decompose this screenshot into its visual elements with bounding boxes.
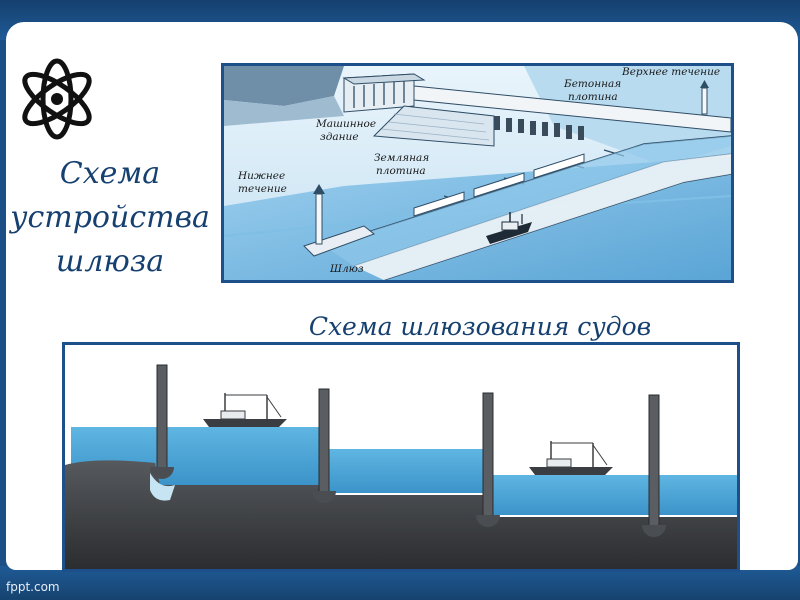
gate-icon (312, 388, 336, 503)
ship-icon (203, 393, 287, 427)
ship-locking-drawing (65, 345, 737, 569)
title-line-2: устройства (10, 200, 210, 235)
riverbed (65, 460, 737, 569)
gate-icon (476, 392, 500, 527)
label-machine-building-2: здание (320, 131, 359, 143)
gate-icon (642, 394, 666, 537)
gate-icon (150, 364, 174, 479)
machine-building (342, 73, 426, 113)
lighthouse-icon (700, 80, 709, 115)
ship-icon (486, 212, 532, 244)
label-concrete-dam-2: плотина (568, 91, 618, 103)
label-upper-flow: Верхнее течение (622, 66, 721, 78)
chamber-water (325, 449, 489, 493)
section-subtitle: Схема шлюзования судов (308, 312, 652, 341)
lock-structure-drawing (224, 66, 731, 280)
ship-locking-figure (62, 342, 740, 572)
dam-spillway (494, 116, 584, 140)
label-concrete-dam-1: Бетонная (564, 78, 622, 90)
footer-watermark: fppt.com (6, 580, 60, 594)
label-lock: Шлюз (330, 263, 364, 275)
atom-icon (22, 58, 92, 140)
lighthouse-icon (303, 184, 376, 257)
label-lower-flow-2: течение (238, 183, 287, 195)
label-machine-building-1: Машинное (316, 118, 377, 130)
slide-title: Схема устройства шлюза (6, 152, 214, 284)
lower-water (489, 475, 737, 515)
ship-icon (529, 441, 613, 475)
title-line-1: Схема (59, 156, 161, 191)
title-line-3: шлюза (55, 244, 165, 279)
label-lower-flow-1: Нижнее (238, 170, 286, 182)
label-earth-dam-1: Земляная (374, 152, 430, 164)
lock-structure-figure: Верхнее течение Бетонная плотина Машинно… (221, 63, 734, 283)
label-earth-dam-2: плотина (376, 165, 426, 177)
